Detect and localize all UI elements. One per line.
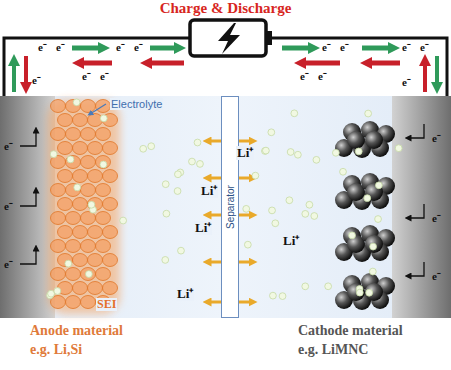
cathode-label: e.g. LiMNC xyxy=(298,342,368,357)
electron-label: e⁻ xyxy=(38,41,47,53)
electron-label: e⁻ xyxy=(116,41,125,53)
electron-label: e⁻ xyxy=(402,76,411,88)
electron-label: e⁻ xyxy=(402,41,411,53)
electron-label: e⁻ xyxy=(322,41,331,53)
electron-label: e⁻ xyxy=(82,70,91,82)
electron-label: e⁻ xyxy=(134,41,143,53)
sei-label: SEI xyxy=(96,298,117,311)
electron-label: e⁻ xyxy=(56,41,65,53)
lithium-ion-label: Li⁺ xyxy=(176,287,194,301)
anode-label: Anode material xyxy=(30,323,123,338)
electron-label: e⁻ xyxy=(432,270,441,282)
anode-material xyxy=(48,100,120,315)
separator-band: Separator xyxy=(221,96,239,318)
separator-label: Separator xyxy=(225,185,236,229)
electrolyte xyxy=(55,96,392,318)
diagram-title: Charge & Discharge xyxy=(0,0,451,17)
electron-label: e⁻ xyxy=(32,74,41,86)
electron-label: e⁻ xyxy=(300,70,309,82)
anode-collector xyxy=(0,96,55,318)
lithium-ion-label: Li⁺ xyxy=(200,184,218,198)
electron-label: e⁻ xyxy=(340,41,349,53)
lithium-ion-label: Li⁺ xyxy=(194,221,212,235)
battery-symbol xyxy=(190,20,272,56)
electron-label: e⁻ xyxy=(4,258,13,270)
electron-label: e⁻ xyxy=(432,212,441,224)
cathode-collector xyxy=(392,96,451,318)
anode-label: e.g. Li,Si xyxy=(30,342,82,357)
lithium-ion-label: Li⁺ xyxy=(282,234,300,248)
electron-label: e⁻ xyxy=(318,70,327,82)
electron-label: e⁻ xyxy=(4,200,13,212)
cathode-label: Cathode material xyxy=(298,323,403,338)
lithium-ion-label: Li⁺ xyxy=(236,146,254,160)
cathode-material xyxy=(335,121,395,310)
electrolyte-label: Electrolyte xyxy=(110,98,163,110)
electron-label: e⁻ xyxy=(100,70,109,82)
electron-label: e⁻ xyxy=(420,41,429,53)
electron-label: e⁻ xyxy=(432,132,441,144)
electron-label: e⁻ xyxy=(4,140,13,152)
